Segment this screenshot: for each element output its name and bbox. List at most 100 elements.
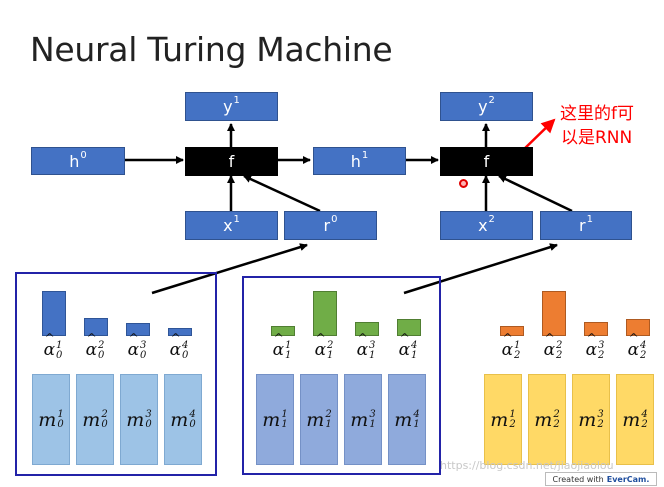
memory-label-g2-3-base: m (622, 408, 641, 431)
alpha-label-g0-3-sup: 4 (182, 339, 189, 351)
memory-label-g2-1-base: m (534, 408, 553, 431)
memory-frame-0 (15, 272, 217, 476)
memory-label-g1-3-sup: 4 (413, 408, 420, 420)
memory-label-g1-1-sup: 2 (325, 408, 332, 420)
memory-label-g1-3-sub: 1 (413, 418, 420, 430)
alpha-label-g1-2-sup: 3 (369, 339, 376, 351)
alpha-label-g2-3-base: α (627, 340, 640, 360)
alpha-label-g0-0-base: α (43, 340, 56, 360)
alpha-label-g0-2: α30 (120, 331, 154, 361)
memory-label-g0-3-sup: 4 (189, 408, 196, 420)
node-f2: f (440, 147, 533, 176)
alpha-label-g2-3: α42 (620, 331, 654, 361)
alpha-label-g1-2: α31 (349, 331, 383, 361)
alpha-label-g2-0-base: α (501, 340, 514, 360)
alpha-label-g2-0: α12 (494, 331, 528, 361)
memory-label-g1-2-sup: 3 (369, 408, 376, 420)
alpha-label-g0-0: α10 (36, 331, 70, 361)
memory-label-g1-0-base: m (262, 408, 281, 431)
alpha-label-g1-2-base: α (356, 340, 369, 360)
alpha-label-g1-3: α41 (391, 331, 425, 361)
attention-bar-g1-1 (313, 291, 337, 336)
attention-bar-g0-0 (42, 291, 66, 336)
arrow-r1-to-f2 (498, 174, 573, 213)
memory-label-g2-1-sub: 2 (553, 418, 560, 430)
alpha-label-g0-1-sup: 2 (98, 339, 105, 351)
alpha-label-g2-2: α32 (578, 331, 612, 361)
memory-label-g0-3-base: m (170, 408, 189, 431)
alpha-label-g2-1-sub: 2 (556, 349, 563, 361)
memory-label-g2-2-sup: 3 (597, 408, 604, 420)
memory-label-g2-0-sub: 2 (509, 418, 516, 430)
memory-label-g1-0-sub: 1 (281, 418, 288, 430)
alpha-label-g1-1-base: α (314, 340, 327, 360)
memory-label-g2-2-base: m (578, 408, 597, 431)
alpha-label-g1-1-sup: 2 (327, 339, 334, 351)
alpha-label-g0-3-sub: 0 (182, 349, 189, 361)
memory-label-g2-3-sub: 2 (641, 418, 648, 430)
memory-label-g1-0-sup: 1 (281, 408, 288, 420)
alpha-label-g2-2-sub: 2 (598, 349, 605, 361)
alpha-label-g0-2-base: α (127, 340, 140, 360)
alpha-label-g1-1: α21 (307, 331, 341, 361)
alpha-label-g1-1-sub: 1 (327, 349, 334, 361)
alpha-label-g2-2-sup: 3 (598, 339, 605, 351)
alpha-label-g0-0-sub: 0 (56, 349, 63, 361)
arrow-memory1-to-r1 (403, 243, 558, 295)
memory-label-g1-3-base: m (394, 408, 413, 431)
attention-bar-g2-1 (542, 291, 566, 336)
memory-label-g0-0-sup: 1 (57, 408, 64, 420)
alpha-label-g0-0-sup: 1 (56, 339, 63, 351)
memory-label-g2-2-sub: 2 (597, 418, 604, 430)
memory-label-g0-1-base: m (82, 408, 101, 431)
alpha-label-g0-1-base: α (85, 340, 98, 360)
memory-label-g1-1-sub: 1 (325, 418, 332, 430)
alpha-label-g0-3: α40 (162, 331, 196, 361)
memory-label-g2-0-sup: 1 (509, 408, 516, 420)
alpha-label-g2-1-sup: 2 (556, 339, 563, 351)
alpha-label-g1-0: α11 (265, 331, 299, 361)
memory-label-g1-2-sub: 1 (369, 418, 376, 430)
memory-label-g0-1-sub: 0 (101, 418, 108, 430)
memory-label-g2-0-base: m (490, 408, 509, 431)
memory-label-g0-0-base: m (38, 408, 57, 431)
alpha-label-g2-1: α22 (536, 331, 570, 361)
node-f1: f (185, 147, 278, 176)
memory-label-g0-3-sub: 0 (189, 418, 196, 430)
alpha-label-g2-0-sup: 1 (514, 339, 521, 351)
alpha-label-g0-3-base: α (169, 340, 182, 360)
memory-label-g0-2-sup: 3 (145, 408, 152, 420)
slide-title: Neural Turing Machine (30, 30, 393, 69)
alpha-label-g1-0-sub: 1 (285, 349, 292, 361)
memory-label-g0-2-sub: 0 (145, 418, 152, 430)
alpha-label-g1-0-sup: 1 (285, 339, 292, 351)
watermark: https://blog.csdn.net/jiaojiaolou (440, 459, 614, 472)
alpha-label-g1-3-sup: 4 (411, 339, 418, 351)
alpha-label-g0-2-sup: 3 (140, 339, 147, 351)
arrow-memory0-to-r0 (151, 243, 308, 295)
alpha-label-g1-3-sub: 1 (411, 349, 418, 361)
memory-label-g1-2-base: m (350, 408, 369, 431)
alpha-label-g1-2-sub: 1 (369, 349, 376, 361)
memory-label-g2-3-sup: 4 (641, 408, 648, 420)
alpha-label-g2-2-base: α (585, 340, 598, 360)
alpha-label-g0-2-sub: 0 (140, 349, 147, 361)
